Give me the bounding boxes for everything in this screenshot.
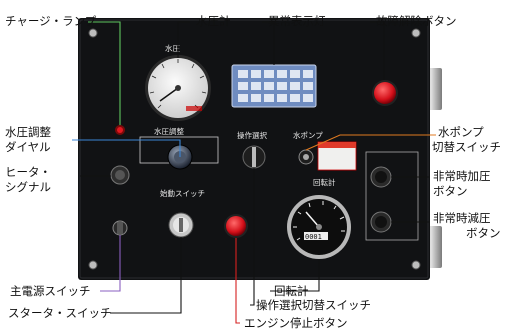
- callout-operation-select-switch: 操作選択切替スイッチ: [256, 298, 371, 312]
- tachometer: [287, 195, 351, 259]
- callout-water-pump-line2: 切替スイッチ: [432, 140, 501, 154]
- emergency-depressurize-button[interactable]: [370, 211, 392, 233]
- callout-tachometer: 回転計: [274, 284, 309, 298]
- callout-emergency-pressurize-line1: 非常時加圧: [433, 169, 491, 183]
- starter-switch[interactable]: [168, 212, 194, 238]
- dial-plate-label: 水圧調整: [154, 126, 184, 136]
- heater-signal: [110, 165, 130, 185]
- callout-heater-line1: ヒータ・: [5, 165, 51, 179]
- callout-emergency-depressurize-line1: 非常時減圧: [433, 211, 491, 225]
- callout-charge-lamp: チャージ・ランプ: [5, 14, 97, 28]
- callout-engine-stop-button: エンジン停止ボタン: [244, 316, 348, 330]
- gauge-panel-label: 水圧: [165, 43, 180, 53]
- engine-stop-button[interactable]: [224, 214, 248, 238]
- callout-fault-reset-button: 故障解除ボタン: [376, 14, 457, 28]
- water-pressure-gauge: [145, 55, 211, 121]
- callout-abnormal-indicator: 異常表示灯: [268, 14, 326, 28]
- operation-select-switch[interactable]: [242, 145, 266, 169]
- odometer-readout: 0001: [305, 233, 322, 241]
- tachometer-plate-label: 回転計: [313, 177, 336, 187]
- emergency-group-frame: [365, 151, 419, 241]
- callout-water-pump-line1: 水ポンプ: [438, 125, 484, 139]
- water-pump-switch[interactable]: [298, 149, 314, 165]
- callout-emergency-pressurize-line2: ボタン: [433, 184, 468, 198]
- fault-reset-button[interactable]: [372, 80, 398, 106]
- main-power-switch[interactable]: [112, 220, 128, 236]
- abnormal-indicator-panel: [231, 64, 317, 108]
- callout-main-power-switch: 主電源スイッチ: [10, 284, 91, 298]
- callout-water-pressure-gauge: 水圧計: [196, 14, 231, 28]
- callout-heater-line2: シグナル: [5, 180, 51, 194]
- callout-starter-switch: スタータ・スイッチ: [8, 306, 112, 320]
- water-pump-label: 水ポンプ: [293, 130, 323, 140]
- callout-emergency-depressurize-line2: ボタン: [466, 226, 501, 240]
- screw-icons: [88, 28, 421, 270]
- operation-select-label: 操作選択: [237, 130, 267, 140]
- leader-lines: [72, 21, 436, 324]
- callout-dial-line2: ダイヤル: [5, 140, 51, 154]
- warning-sticker-header: [318, 142, 356, 148]
- emergency-pressurize-button[interactable]: [370, 166, 392, 188]
- start-switch-label: 始動スイッチ: [160, 188, 205, 198]
- charge-lamp: [115, 125, 125, 135]
- callout-dial-line1: 水圧調整: [5, 125, 51, 139]
